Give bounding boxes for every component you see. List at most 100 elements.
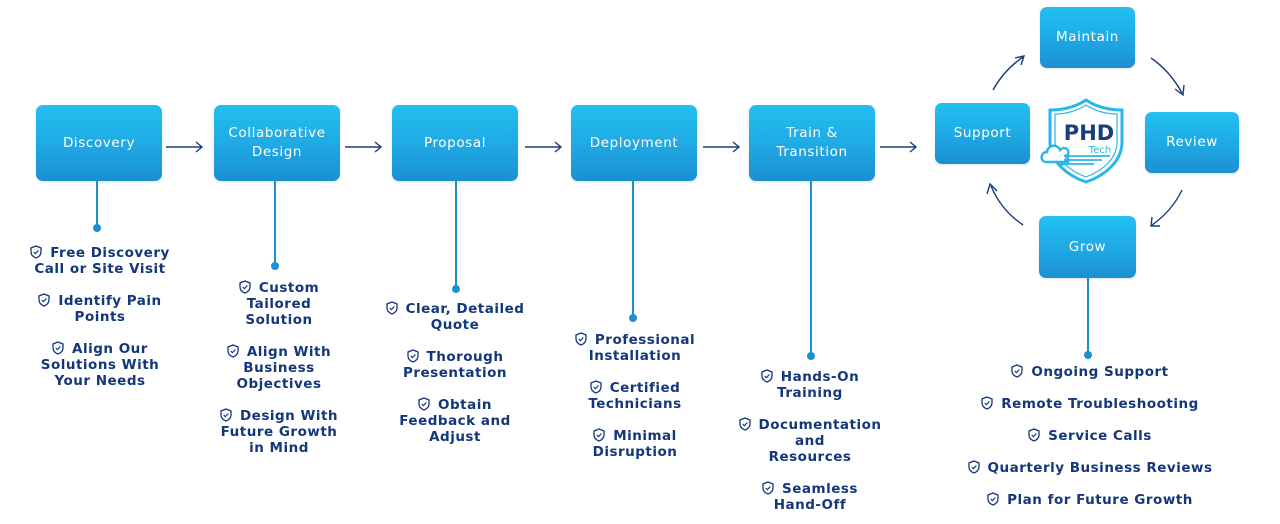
curved-arrow-icon: [1150, 57, 1185, 97]
shield-check-icon: [1011, 364, 1024, 378]
list-item: Align With Business Objectives: [194, 344, 364, 392]
list-item: Thorough Presentation: [370, 349, 540, 381]
list-item-text: Identify Pain Points: [58, 293, 162, 325]
connector-dot: [452, 285, 460, 293]
list-item: Ongoing Support: [930, 364, 1250, 380]
list-item: Plan for Future Growth: [930, 492, 1250, 508]
list-item: Certified Technicians: [550, 380, 720, 412]
cycle-grow-label: Grow: [1068, 238, 1107, 255]
list-item-text: Design With Future Growth in Mind: [220, 408, 339, 456]
list-item-text: Plan for Future Growth: [1007, 492, 1193, 508]
logo-text-phd: PHD: [1064, 121, 1114, 145]
list-item-text: Hands-On Training: [777, 369, 860, 401]
list-item-text: Minimal Disruption: [592, 428, 678, 460]
curved-arrow-icon: [1150, 189, 1183, 227]
list-item-text: Remote Troubleshooting: [1001, 396, 1199, 412]
shield-check-icon: [575, 332, 587, 346]
step-discovery-box: Discovery: [36, 105, 162, 181]
list-item-text: Align Our Solutions With Your Needs: [40, 341, 160, 389]
list-item-text: Seamless Hand-Off: [773, 481, 858, 513]
shield-check-icon: [52, 341, 64, 355]
step-discovery-label: Discovery: [62, 134, 136, 151]
connector-dot: [1084, 351, 1092, 359]
cycle-review-box: Review: [1145, 112, 1239, 173]
list-item-text: Obtain Feedback and Adjust: [399, 397, 511, 445]
cycle-support-label: Support: [953, 125, 1012, 141]
connector-line: [1087, 278, 1089, 355]
curved-arrow-icon: [992, 55, 1026, 91]
shield-check-icon: [418, 397, 430, 411]
list-item-text: Quarterly Business Reviews: [987, 460, 1213, 476]
shield-check-icon: [593, 428, 605, 442]
connector-dot: [629, 314, 637, 322]
shield-check-icon: [406, 349, 419, 363]
list-item: Minimal Disruption: [550, 428, 720, 460]
list-item: Align Our Solutions With Your Needs: [10, 341, 190, 389]
cycle-maintain-box: Maintain: [1040, 7, 1135, 68]
step-proposal-label: Proposal: [423, 134, 487, 151]
list-item: Remote Troubleshooting: [930, 396, 1250, 412]
list-item-text: Ongoing Support: [1031, 364, 1169, 380]
arrow-right-icon: [880, 141, 918, 153]
shield-check-icon: [762, 481, 774, 495]
logo-text-tech: Tech: [1088, 145, 1111, 156]
step-deployment-label: Deployment: [589, 134, 679, 151]
shield-check-icon: [967, 460, 980, 474]
shield-check-icon: [385, 301, 398, 315]
list-item: Quarterly Business Reviews: [930, 460, 1250, 476]
shield-check-icon: [1028, 428, 1040, 442]
shield-check-icon: [239, 280, 251, 294]
list-item: Hands-On Training: [725, 369, 895, 401]
arrow-right-icon: [345, 141, 383, 153]
shield-check-icon: [761, 369, 773, 383]
connector-dot: [271, 262, 279, 270]
list-item-text: Certified Technicians: [588, 380, 682, 412]
shield-check-icon: [987, 492, 999, 506]
list-item-text: Service Calls: [1048, 428, 1152, 444]
arrow-right-icon: [166, 141, 204, 153]
list-item-text: Professional Installation: [588, 332, 696, 364]
list-item: Design With Future Growth in Mind: [194, 408, 364, 456]
shield-check-icon: [30, 245, 42, 259]
list-item: Service Calls: [930, 428, 1250, 444]
connector-line: [632, 181, 634, 318]
shield-check-icon: [590, 380, 602, 394]
list-item-text: Thorough Presentation: [402, 349, 508, 381]
connector-line: [810, 181, 812, 356]
connector-dot: [93, 224, 101, 232]
list-item: Documentation and Resources: [725, 417, 895, 465]
list-item-text: Custom Tailored Solution: [245, 280, 320, 328]
shield-check-icon: [738, 417, 751, 431]
arrow-right-icon: [703, 141, 741, 153]
connector-line: [274, 181, 276, 266]
cycle-maintain-label: Maintain: [1056, 29, 1119, 45]
connector-dot: [807, 352, 815, 360]
curved-arrow-icon: [986, 182, 1024, 226]
shield-check-icon: [981, 396, 993, 410]
list-item: Identify Pain Points: [10, 293, 190, 325]
list-item-text: Documentation and Resources: [758, 417, 882, 465]
list-item-text: Clear, Detailed Quote: [405, 301, 525, 333]
list-item: Free Discovery Call or Site Visit: [10, 245, 190, 277]
cycle-review-label: Review: [1166, 134, 1218, 150]
connector-line: [96, 181, 98, 227]
shield-check-icon: [220, 408, 232, 422]
shield-check-icon: [38, 293, 50, 307]
shield-check-icon: [227, 344, 239, 358]
step-proposal-box: Proposal: [392, 105, 518, 181]
cycle-grow-box: Grow: [1039, 216, 1136, 278]
step-collaborative-design-box: Collaborative Design: [214, 105, 340, 181]
cycle-support-box: Support: [935, 103, 1030, 164]
connector-line: [455, 181, 457, 289]
list-item-text: Free Discovery Call or Site Visit: [34, 245, 170, 277]
step-collaborative-design-label: Collaborative Design: [228, 125, 326, 160]
step-deployment-box: Deployment: [571, 105, 697, 181]
list-item: Obtain Feedback and Adjust: [370, 397, 540, 445]
list-item-text: Align With Business Objectives: [236, 344, 332, 392]
list-item: Seamless Hand-Off: [725, 481, 895, 513]
arrow-right-icon: [525, 141, 563, 153]
list-item: Custom Tailored Solution: [194, 280, 364, 328]
phd-tech-logo: PHD Tech: [1040, 98, 1124, 184]
step-train-transition-box: Train & Transition: [749, 105, 875, 181]
list-item: Clear, Detailed Quote: [370, 301, 540, 333]
